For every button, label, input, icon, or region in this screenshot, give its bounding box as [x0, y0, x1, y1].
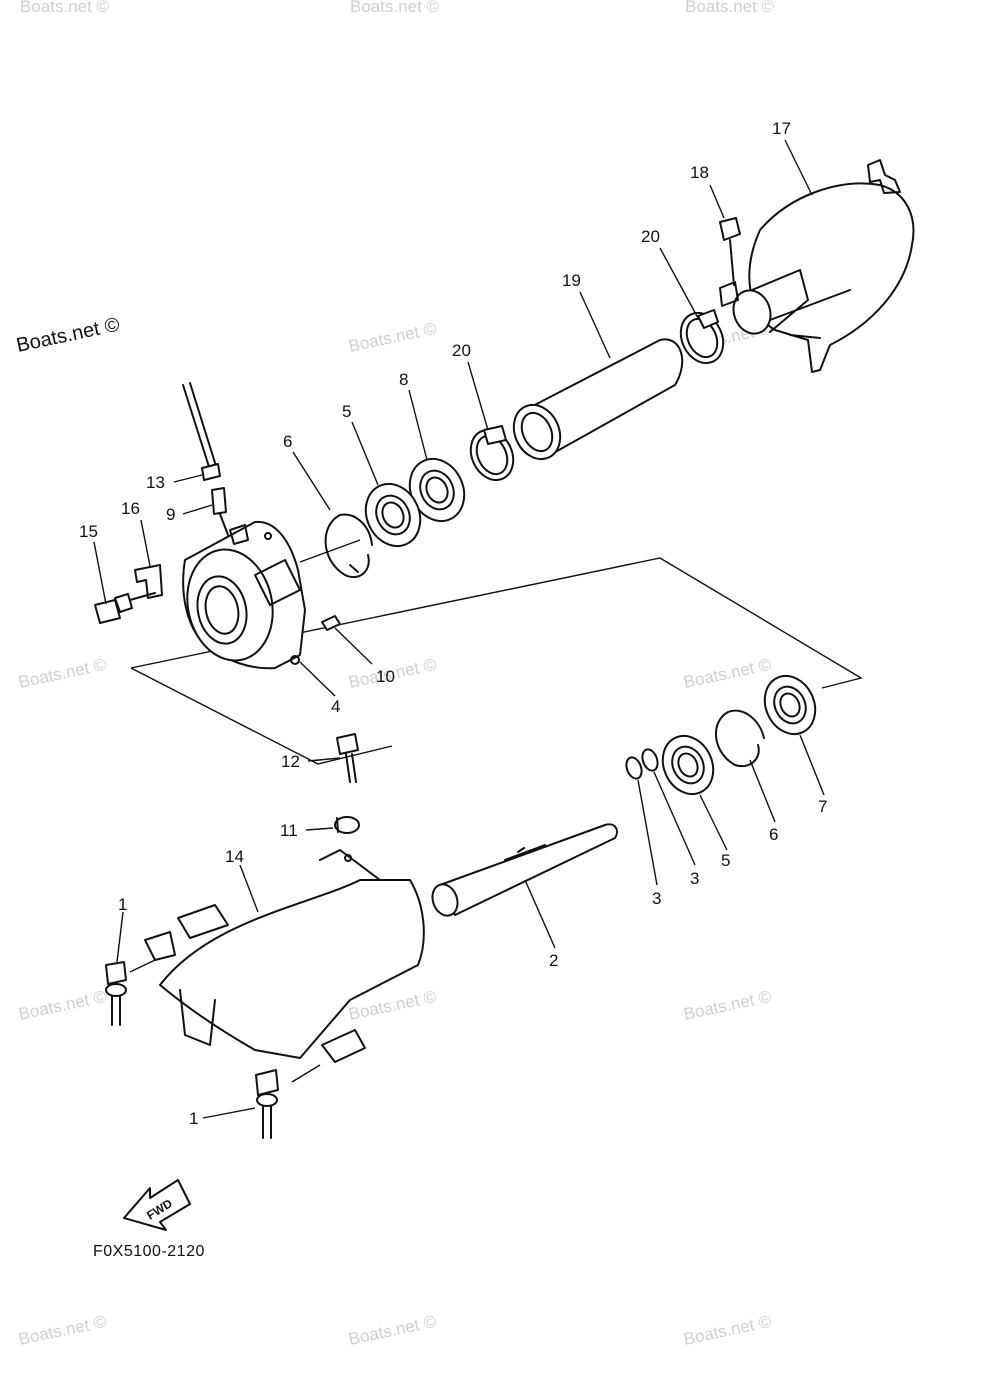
watermark: Boats.net ©: [350, 0, 440, 16]
part-1-grommet-lower: [255, 1069, 279, 1139]
part-3-o-ring-1: [625, 756, 643, 780]
watermark: Boats.net ©: [685, 0, 775, 16]
part-20-hose-clamp-upper: [679, 309, 725, 365]
part-17-nozzle-housing: [719, 159, 915, 373]
callout-labels: 17 18 20 19 20 8 5 6 13 9 16 15 10 4 12 …: [79, 119, 827, 1128]
part-3-o-ring-2: [641, 748, 659, 772]
callout-1: 1: [189, 1109, 198, 1128]
part-14-bearing-housing: [144, 849, 425, 1063]
part-19-duct-pipe: [512, 338, 684, 461]
callout-15: 15: [79, 522, 98, 541]
part-7-bearing: [763, 674, 817, 736]
callout-7: 7: [818, 797, 827, 816]
watermark: Boats.net ©: [17, 1312, 109, 1349]
part-5-bearing-lower: [661, 734, 715, 796]
callout-10: 10: [376, 667, 395, 686]
callout-17: 17: [772, 119, 791, 138]
callout-5: 5: [342, 402, 351, 421]
callout-6: 6: [283, 432, 292, 451]
part-5-bearing-upper: [364, 482, 422, 548]
callout-18: 18: [690, 163, 709, 182]
watermark: Boats.net ©: [14, 314, 121, 357]
watermark: Boats.net ©: [17, 987, 109, 1024]
diagram-code: F0X5100-2120: [93, 1243, 205, 1260]
part-15-bolt: [94, 592, 156, 624]
callout-1: 1: [118, 895, 127, 914]
callout-4: 4: [331, 697, 340, 716]
part-18-bolt: [719, 217, 741, 286]
watermark: Boats.net ©: [682, 1312, 774, 1349]
part-12-bolt: [336, 733, 359, 783]
watermark: Boats.net ©: [20, 0, 110, 16]
callout-5: 5: [721, 851, 730, 870]
callout-3: 3: [652, 889, 661, 908]
part-20-hose-clamp-lower: [469, 425, 515, 482]
callout-13: 13: [146, 473, 165, 492]
leader-lines: [93, 139, 825, 1119]
watermark: Boats.net ©: [682, 987, 774, 1024]
callout-16: 16: [121, 499, 140, 518]
part-16-clip: [134, 564, 163, 599]
watermark: Boats.net ©: [347, 1312, 439, 1349]
part-11-collar: [334, 816, 360, 834]
part-6-circlip-lower: [714, 709, 765, 768]
part-13-fitting: [182, 382, 221, 481]
part-9-fitting: [211, 487, 229, 536]
part-1-grommet-upper: [105, 961, 127, 1026]
callout-9: 9: [166, 505, 175, 524]
part-6-circlip-upper: [324, 513, 373, 578]
callout-19: 19: [562, 271, 581, 290]
forward-direction-arrow: FWD: [123, 1179, 191, 1231]
part-4-housing: [182, 520, 306, 670]
callout-8: 8: [399, 370, 408, 389]
assembly-frame: [130, 557, 863, 765]
callout-6: 6: [769, 825, 778, 844]
callout-20: 20: [452, 341, 471, 360]
callout-20: 20: [641, 227, 660, 246]
callout-11: 11: [280, 821, 298, 840]
callout-2: 2: [549, 951, 558, 970]
part-2-shaft: [431, 823, 618, 917]
callout-12: 12: [281, 752, 300, 771]
watermark: Boats.net ©: [682, 655, 774, 692]
watermark: Boats.net ©: [347, 319, 439, 356]
part-8-bearing: [408, 457, 466, 523]
watermark: Boats.net ©: [17, 655, 109, 692]
part-10-pin: [321, 615, 341, 631]
callout-14: 14: [225, 847, 244, 866]
callout-3: 3: [690, 869, 699, 888]
